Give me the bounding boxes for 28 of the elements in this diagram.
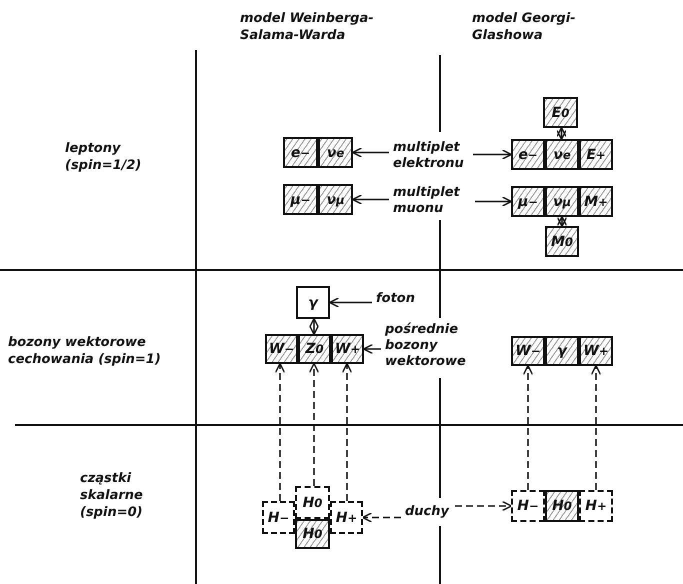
callout-text: multiplet muonu — [393, 185, 471, 217]
column-heading: model Weinberga-Salama-Warda — [240, 10, 375, 44]
arrow — [308, 318, 320, 336]
column-heading: model Georgi-Glashowa — [472, 10, 577, 44]
arrow — [475, 196, 512, 207]
arrow — [590, 364, 602, 490]
particle-cell: γ — [296, 286, 330, 319]
arrow — [274, 362, 286, 501]
arrow — [362, 344, 381, 354]
row-heading: cząstki skalarne (spin=0) — [80, 470, 144, 521]
arrow — [473, 149, 512, 160]
row-heading: bozony wektorowe cechowania (spin=1) — [8, 334, 162, 368]
arrow — [522, 364, 534, 490]
arrow — [308, 362, 320, 486]
callout-text: pośrednie bozony wektorowe — [385, 322, 479, 372]
arrow — [362, 512, 401, 523]
callout-text: multiplet elektronu — [393, 140, 469, 172]
arrow — [352, 147, 389, 158]
arrow — [556, 216, 568, 228]
particle-cell: γ — [545, 336, 579, 366]
arrow — [556, 126, 567, 140]
callout-text: duchy — [405, 504, 451, 522]
arrow — [342, 362, 352, 501]
callout-text: foton — [376, 291, 424, 309]
row-heading: leptony (spin=1/2) — [65, 140, 142, 174]
arrow — [328, 297, 372, 308]
arrow — [352, 194, 389, 205]
arrow — [455, 500, 512, 512]
